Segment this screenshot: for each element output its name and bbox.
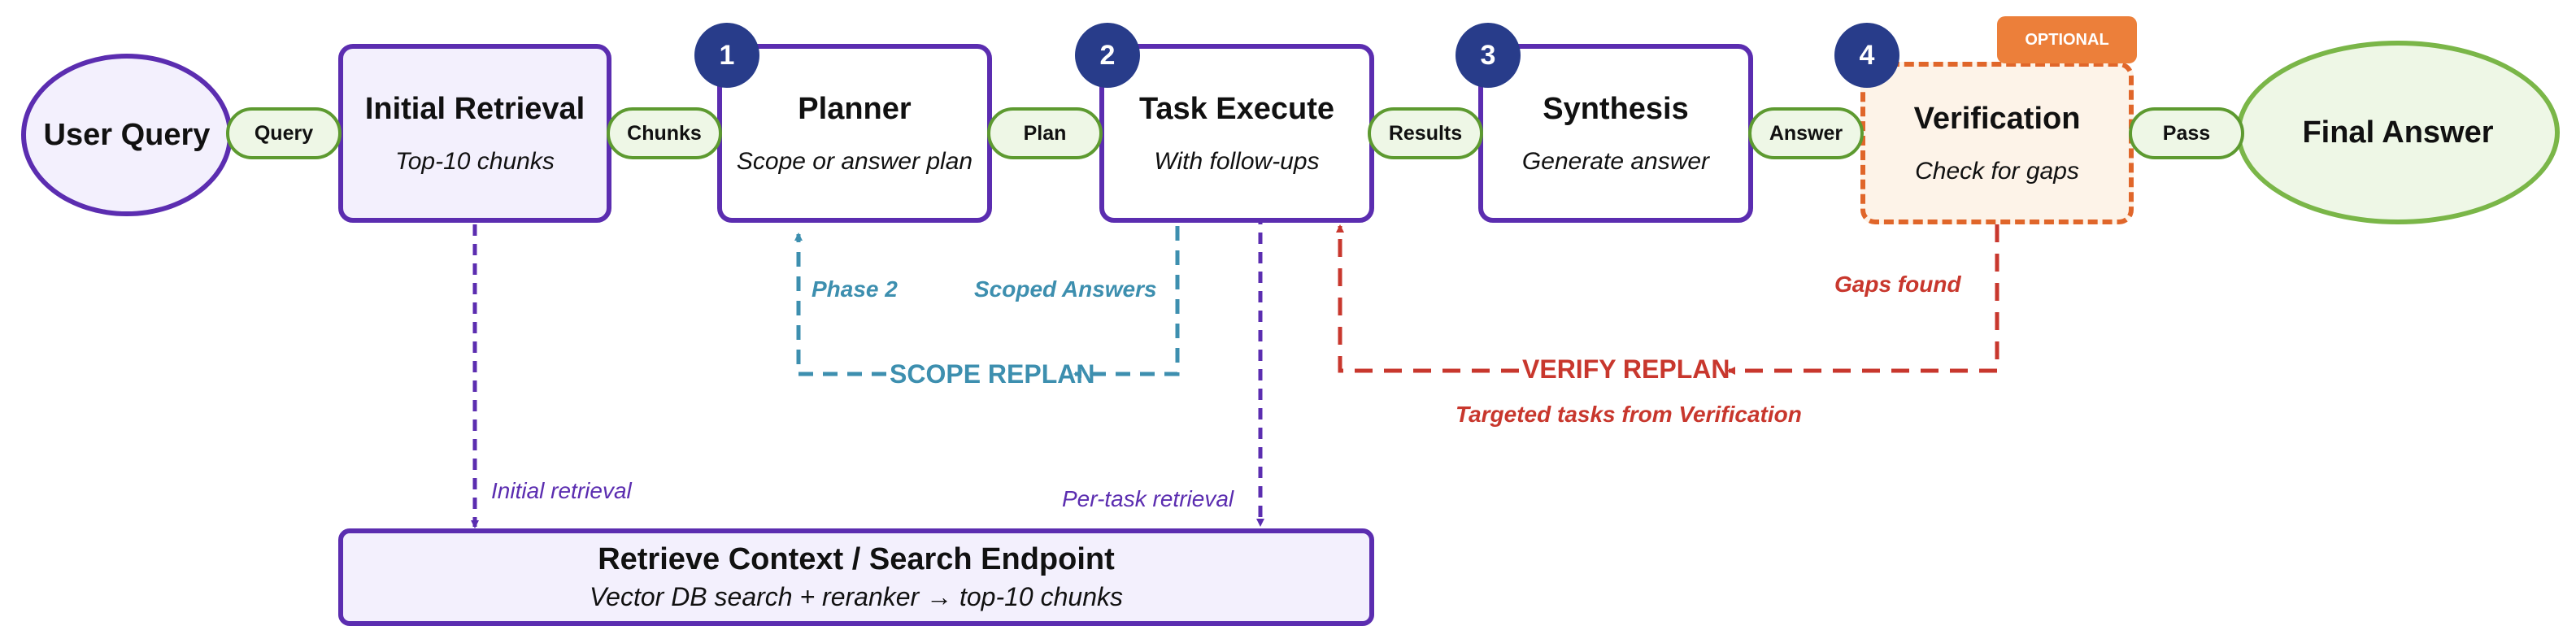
initial-retrieval-title: Initial Retrieval [364,91,585,126]
verification-node: Verification Check for gaps [1860,62,2134,224]
task-execute-title: Task Execute [1138,91,1335,126]
verification-title: Verification [1913,101,2081,136]
final-answer-label: Final Answer [2302,115,2494,150]
synthesis-node: Synthesis Generate answer [1478,44,1753,223]
retrieval-arrows [471,213,1264,528]
optional-tag: OPTIONAL [1997,16,2137,63]
scope-replan-label: SCOPE REPLAN [890,359,1095,389]
task-execute-subtitle: With follow-ups [1154,147,1320,175]
verify-replan-loop [1336,224,1999,375]
pass-connector: Pass [2129,107,2244,159]
gaps-found-label: Gaps found [1834,272,1961,297]
chunks-connector: Chunks [607,107,722,159]
synthesis-title: Synthesis [1543,91,1689,126]
synthesis-subtitle: Generate answer [1521,147,1710,175]
planner-title: Planner [798,91,912,126]
retrieve-context-title: Retrieve Context / Search Endpoint [598,542,1115,576]
initial-retrieval-node: Initial Retrieval Top-10 chunks [338,44,611,223]
targeted-tasks-label: Targeted tasks from Verification [1456,402,1802,427]
verify-replan-label: VERIFY REPLAN [1522,354,1730,384]
step-badge-2: 2 [1075,23,1140,88]
query-connector: Query [226,107,342,159]
planner-node: Planner Scope or answer plan [717,44,992,223]
initial-retrieval-subtitle: Top-10 chunks [395,147,555,175]
step-badge-4: 4 [1834,23,1899,88]
phase2-label: Phase 2 [812,276,898,302]
task-execute-node: Task Execute With follow-ups [1099,44,1374,223]
planner-subtitle: Scope or answer plan [736,147,973,175]
retrieve-context-subtitle: Vector DB search + reranker → top-10 chu… [590,582,1123,611]
retrieve-context-node: Retrieve Context / Search Endpoint Vecto… [338,528,1374,626]
step-badge-3: 3 [1456,23,1521,88]
answer-connector: Answer [1748,107,1864,159]
scope-replan-loop [794,226,1180,378]
initial-retrieval-arrow-label: Initial retrieval [491,478,632,503]
scoped-answers-label: Scoped Answers [974,276,1157,302]
per-task-retrieval-arrow-label: Per-task retrieval [1062,486,1234,511]
user-query-label: User Query [43,117,211,152]
verification-subtitle: Check for gaps [1915,157,2079,185]
results-connector: Results [1368,107,1483,159]
user-query-node: User Query [21,54,233,216]
plan-connector: Plan [987,107,1103,159]
final-answer-node: Final Answer [2236,41,2560,224]
step-badge-1: 1 [694,23,759,88]
